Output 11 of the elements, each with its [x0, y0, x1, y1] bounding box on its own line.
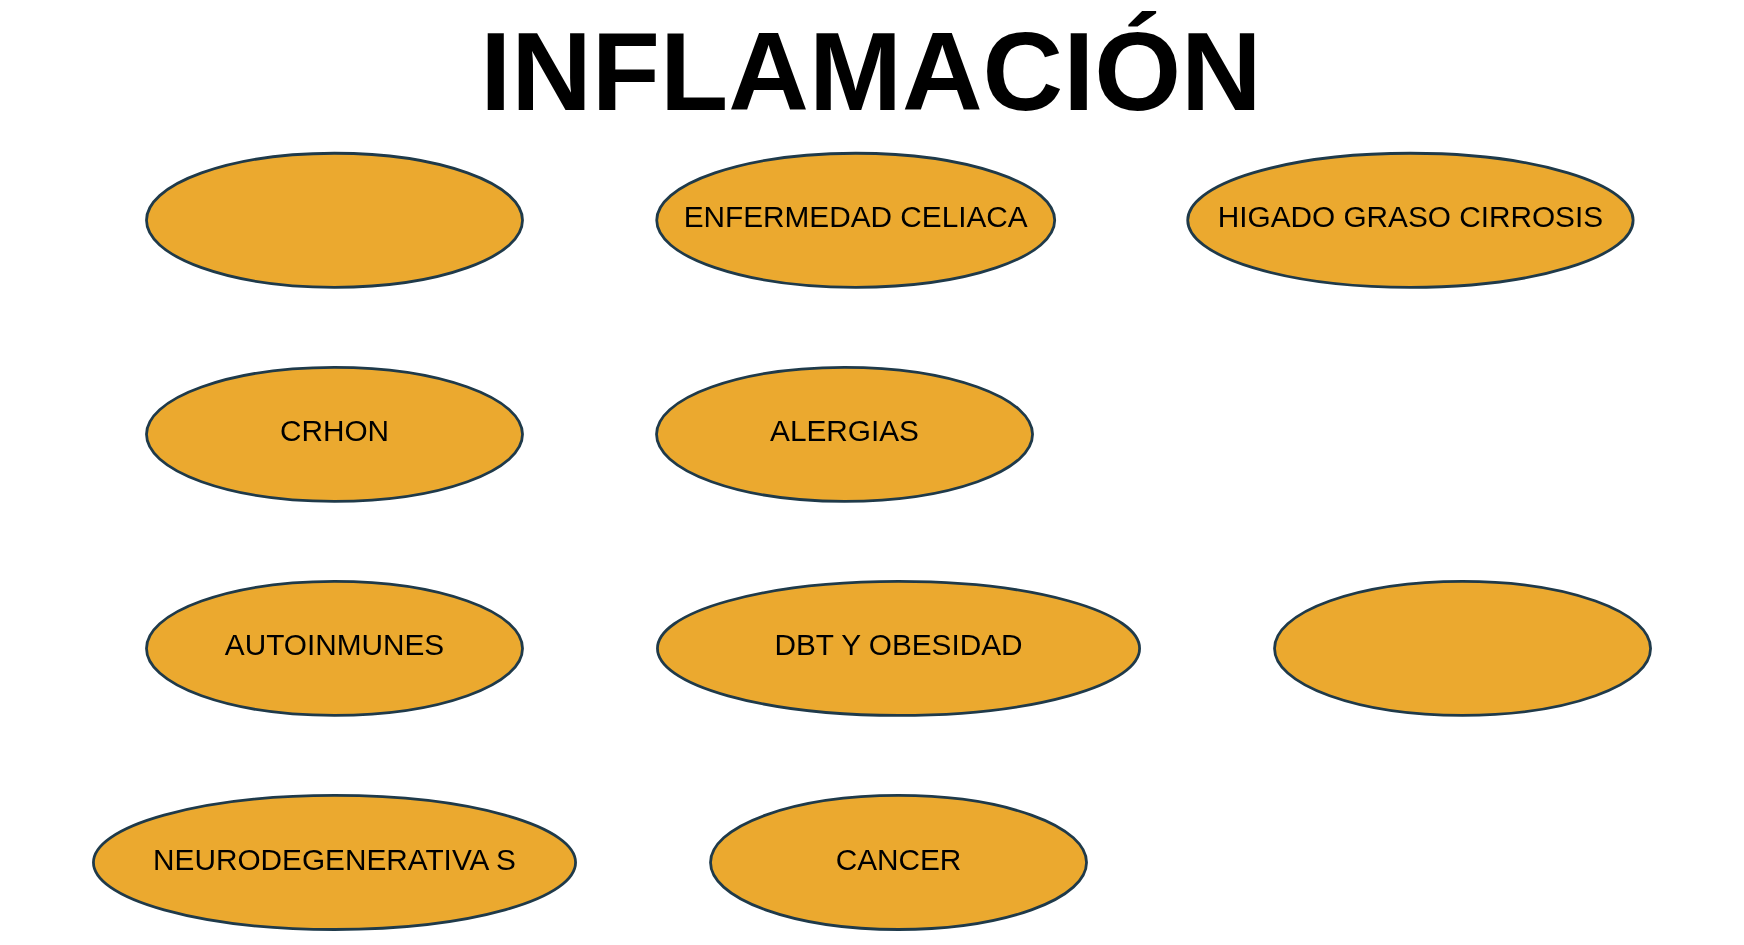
- node-ellipse: CRHON: [145, 365, 524, 503]
- node-ellipse: AUTOINMUNES: [145, 580, 524, 717]
- node-ellipse: [145, 151, 524, 289]
- node-ellipse: [1273, 580, 1652, 717]
- node-ellipse: ALERGIAS: [655, 365, 1034, 503]
- node-ellipse: NEURODEGENERATIVA S: [92, 794, 577, 931]
- diagram-title: INFLAMACIÓN: [480, 9, 1262, 135]
- node-ellipse: ENFERMEDAD CELIACA: [655, 151, 1057, 289]
- node-ellipse: CANCER: [709, 794, 1088, 931]
- node-ellipse: HIGADO GRASO CIRROSIS: [1186, 151, 1635, 289]
- node-ellipse: DBT Y OBESIDAD: [656, 580, 1141, 717]
